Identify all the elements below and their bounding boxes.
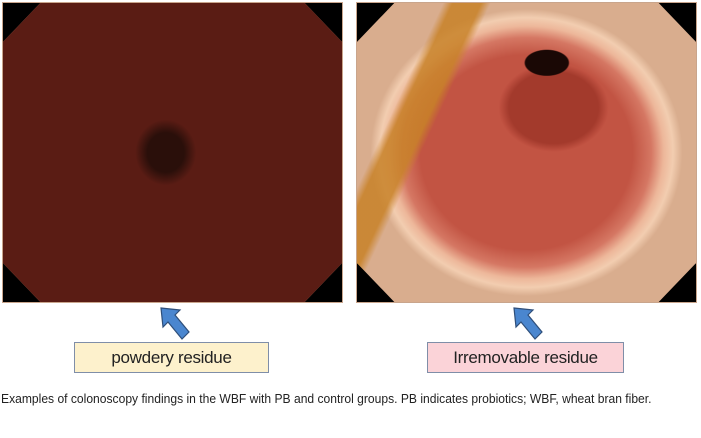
colonoscopy-image-irremovable-residue bbox=[356, 2, 697, 303]
arrow-up-left-icon bbox=[513, 307, 543, 340]
arrow-up-left-icon bbox=[160, 307, 190, 340]
label-powdery-residue: powdery residue bbox=[74, 342, 269, 373]
label-irremovable-residue: Irremovable residue bbox=[427, 342, 624, 373]
colonoscopy-image-powdery-residue bbox=[2, 2, 343, 303]
figure-caption: Examples of colonoscopy findings in the … bbox=[1, 391, 652, 406]
